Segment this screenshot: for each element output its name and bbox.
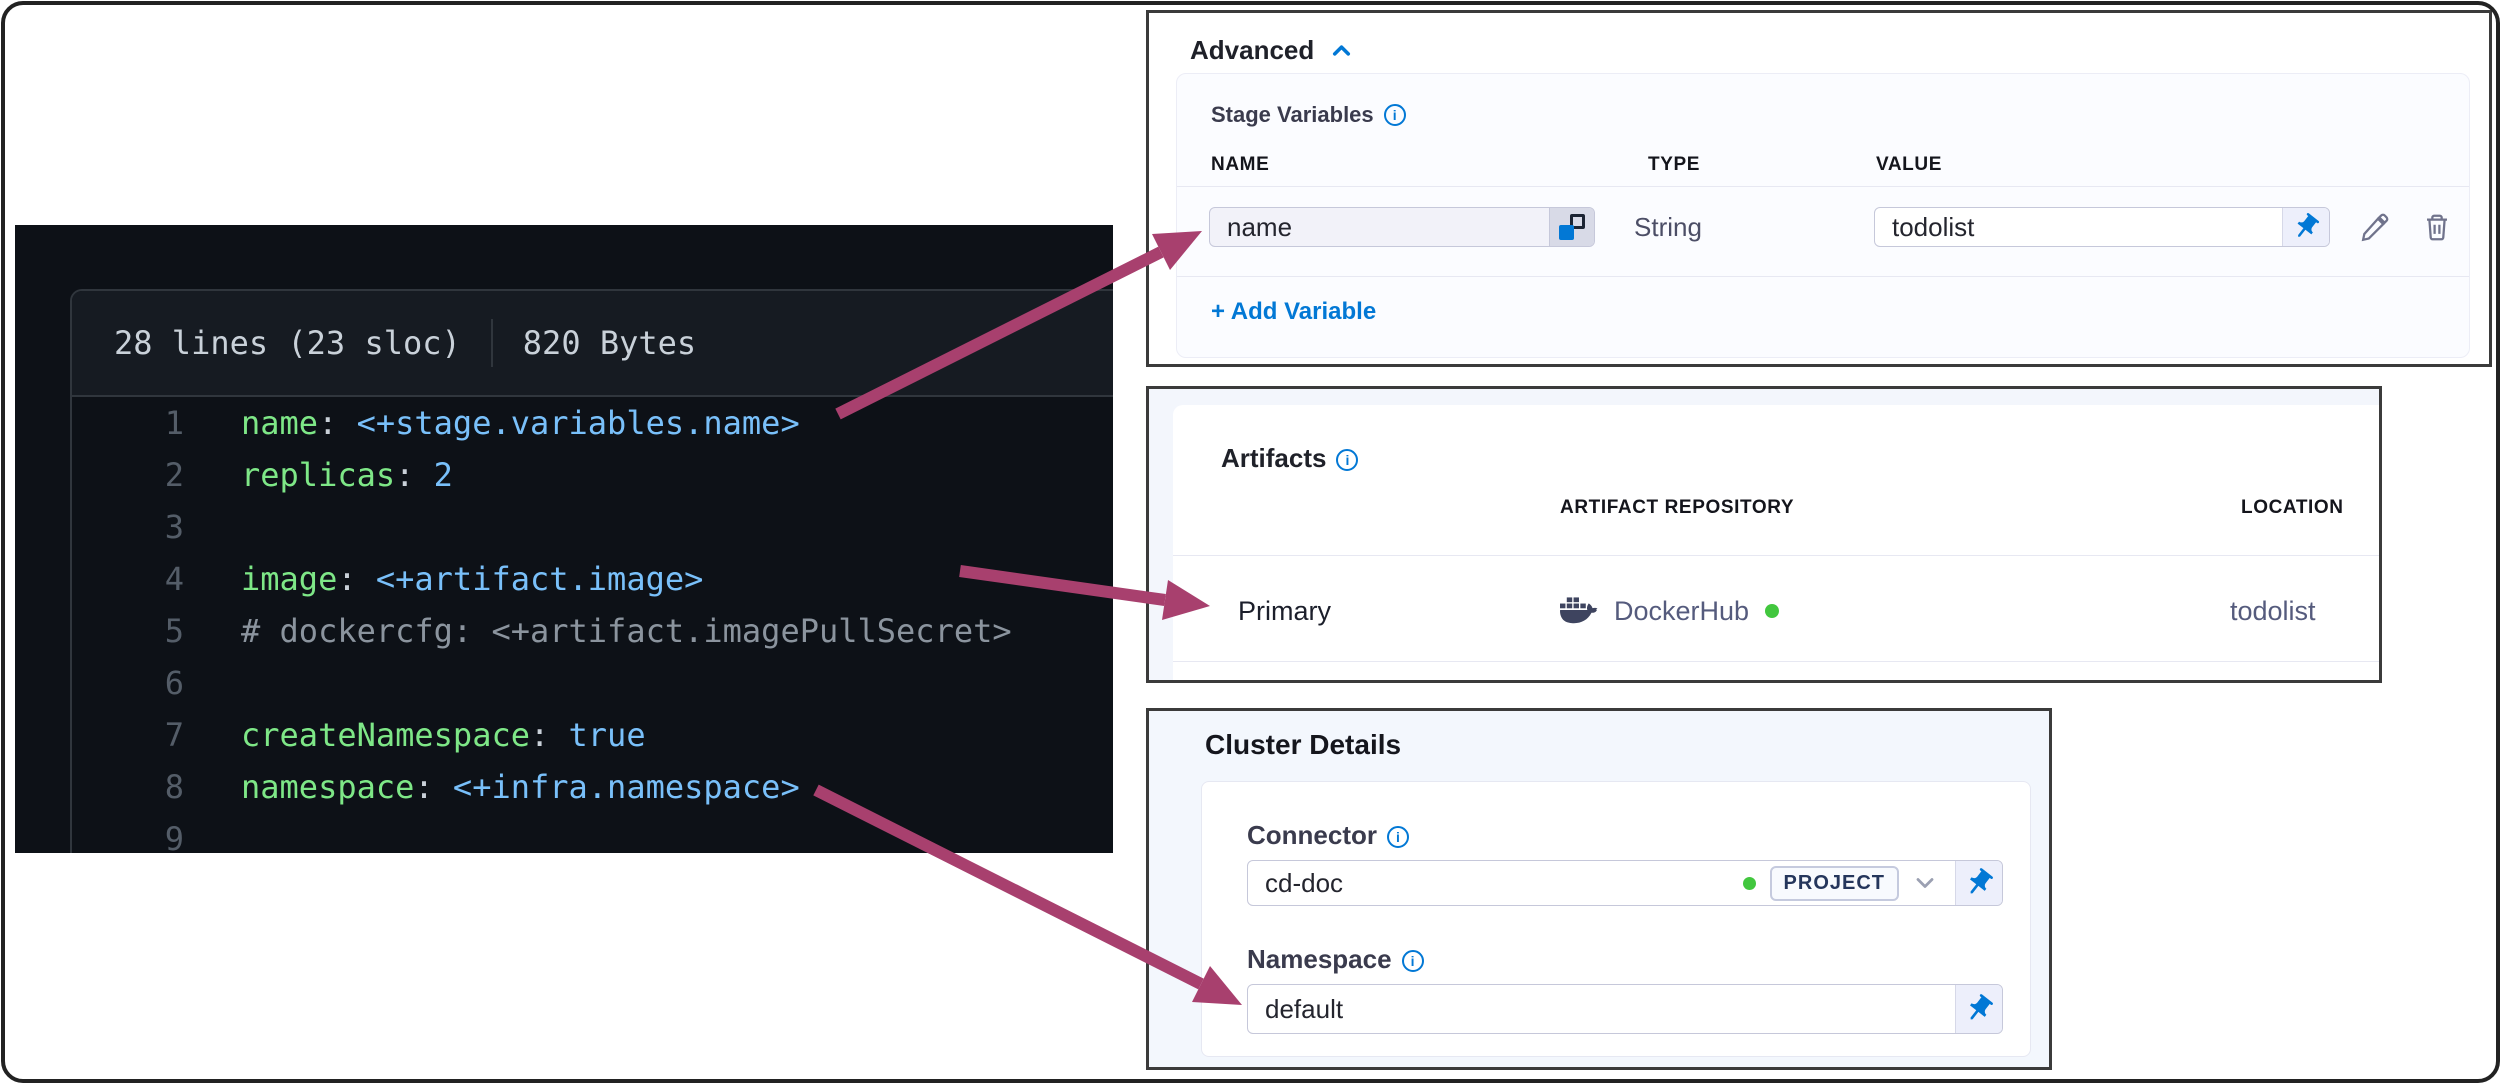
line-content: createNamespace: true — [241, 716, 646, 754]
artifact-label: Primary — [1238, 595, 1331, 626]
namespace-input[interactable]: default — [1247, 984, 2003, 1034]
column-header-artifact-repository: ARTIFACT REPOSITORY — [1560, 497, 1795, 518]
edit-variable-button[interactable] — [2355, 207, 2395, 247]
cluster-details-card: Connector cd-doc PROJECT Namespace — [1201, 781, 2031, 1057]
namespace-label-text: Namespace — [1247, 944, 1392, 974]
code-line: 1 name: <+stage.variables.name> — [72, 397, 1113, 449]
namespace-value: default — [1265, 993, 1344, 1024]
code-line: 7 createNamespace: true — [72, 709, 1113, 761]
namespace-label: Namespace — [1247, 944, 1424, 975]
line-number: 9 — [164, 820, 184, 853]
code-editor-panel: 28 lines (23 sloc) 820 Bytes 1 name: <+st… — [15, 225, 1113, 853]
code-line: 6 — [72, 657, 1113, 709]
status-dot-green — [1742, 876, 1756, 890]
line-number: 4 — [164, 560, 184, 598]
copy-icon — [1559, 214, 1585, 240]
file-view-box: 28 lines (23 sloc) 820 Bytes 1 name: <+st… — [70, 289, 1113, 853]
line-number: 1 — [164, 404, 184, 442]
file-size-info: 820 Bytes — [522, 324, 697, 362]
table-divider — [1173, 661, 2379, 662]
stage-variables-text: Stage Variables — [1211, 102, 1374, 127]
file-lines-info: 28 lines (23 sloc) — [114, 324, 461, 362]
stage-variables-label: Stage Variables — [1211, 102, 1406, 128]
connector-value: cd-doc — [1265, 867, 1344, 898]
add-variable-button[interactable]: + Add Variable — [1211, 298, 1377, 325]
variable-value-input[interactable]: todolist — [1874, 207, 2330, 247]
table-divider — [1177, 186, 2469, 187]
chevron-down-icon — [1916, 878, 1934, 888]
artifacts-title-text: Artifacts — [1221, 443, 1327, 473]
variable-value-text: todolist — [1892, 211, 1975, 242]
line-content: replicas: 2 — [241, 456, 453, 494]
artifact-row[interactable]: Primary DockerHub todolist — [1173, 571, 2379, 651]
artifacts-card: Artifacts ARTIFACT REPOSITORY LOCATION P… — [1173, 405, 2379, 680]
variable-type-value: String — [1634, 211, 1702, 242]
line-number: 8 — [164, 768, 184, 806]
connector-input-right: PROJECT — [1742, 861, 1955, 905]
trash-icon — [2427, 214, 2447, 241]
artifact-repository-cell: DockerHub — [1560, 571, 1780, 651]
pin-icon — [1970, 994, 1993, 1020]
line-number: 7 — [164, 716, 184, 754]
line-number: 3 — [164, 508, 184, 546]
line-content: name: <+stage.variables.name> — [241, 404, 800, 442]
pencil-icon — [2361, 213, 2389, 242]
column-header-name: NAME — [1211, 154, 1270, 175]
column-header-location: LOCATION — [2241, 497, 2344, 518]
code-line: 2 replicas: 2 — [72, 449, 1113, 501]
scope-badge: PROJECT — [1769, 865, 1899, 901]
connector-label: Connector — [1247, 820, 1409, 851]
variable-name-placeholder: name — [1227, 211, 1293, 242]
info-icon[interactable] — [1401, 950, 1424, 972]
code-line: 5 # dockercfg: <+artifact.imagePullSecret… — [72, 605, 1113, 657]
code-line: 8 namespace: <+infra.namespace> — [72, 761, 1113, 813]
delete-variable-button[interactable] — [2417, 207, 2457, 247]
cluster-details-title: Cluster Details — [1205, 729, 1402, 760]
pin-icon — [2297, 213, 2320, 237]
artifacts-panel: Artifacts ARTIFACT REPOSITORY LOCATION P… — [1146, 386, 2382, 683]
connector-dropdown[interactable] — [1911, 869, 1939, 897]
column-header-type: TYPE — [1648, 154, 1701, 175]
advanced-panel: Advanced Stage Variables NAME TYPE VALUE… — [1146, 10, 2492, 367]
code-lines: 1 name: <+stage.variables.name> 2 replicas:… — [72, 397, 1113, 853]
code-line: 3 — [72, 501, 1113, 553]
variable-name-input[interactable]: name — [1209, 207, 1595, 247]
table-divider — [1173, 555, 2379, 556]
info-icon[interactable] — [1387, 826, 1409, 848]
line-content: # dockercfg: <+artifact.imagePullSecret> — [241, 612, 1012, 650]
artifacts-title: Artifacts — [1221, 443, 1359, 474]
code-line: 9 — [72, 813, 1113, 853]
line-number: 2 — [164, 456, 184, 494]
header-divider — [490, 319, 493, 367]
line-content: namespace: <+infra.namespace> — [241, 768, 800, 806]
table-divider — [1177, 276, 2469, 277]
code-line: 4 image: <+artifact.image> — [72, 553, 1113, 605]
advanced-title: Advanced — [1190, 35, 1315, 65]
artifact-location: todolist — [2230, 595, 2316, 626]
cluster-details-panel: Cluster Details Connector cd-doc PROJECT — [1146, 708, 2052, 1070]
column-header-value: VALUE — [1876, 154, 1942, 175]
copy-button[interactable] — [1549, 208, 1594, 246]
file-header-bar: 28 lines (23 sloc) 820 Bytes — [72, 291, 1113, 397]
docker-whale-icon — [1560, 597, 1598, 624]
artifact-repository-name: DockerHub — [1614, 595, 1750, 626]
pin-icon — [1970, 868, 1993, 894]
connector-input[interactable]: cd-doc PROJECT — [1247, 860, 2003, 906]
line-number: 5 — [164, 612, 184, 650]
advanced-header[interactable]: Advanced — [1190, 35, 1355, 66]
info-icon[interactable] — [1383, 104, 1406, 126]
stage-variables-card: Stage Variables NAME TYPE VALUE name Str… — [1176, 73, 2470, 358]
pin-button[interactable] — [1955, 861, 2002, 905]
line-number: 6 — [164, 664, 184, 702]
chevron-up-icon[interactable] — [1328, 37, 1355, 64]
info-icon[interactable] — [1336, 449, 1359, 471]
pin-button[interactable] — [2282, 208, 2329, 246]
pin-button[interactable] — [1955, 985, 2002, 1033]
status-dot-green — [1765, 604, 1780, 618]
line-content: image: <+artifact.image> — [241, 560, 704, 598]
connector-label-text: Connector — [1247, 820, 1377, 850]
